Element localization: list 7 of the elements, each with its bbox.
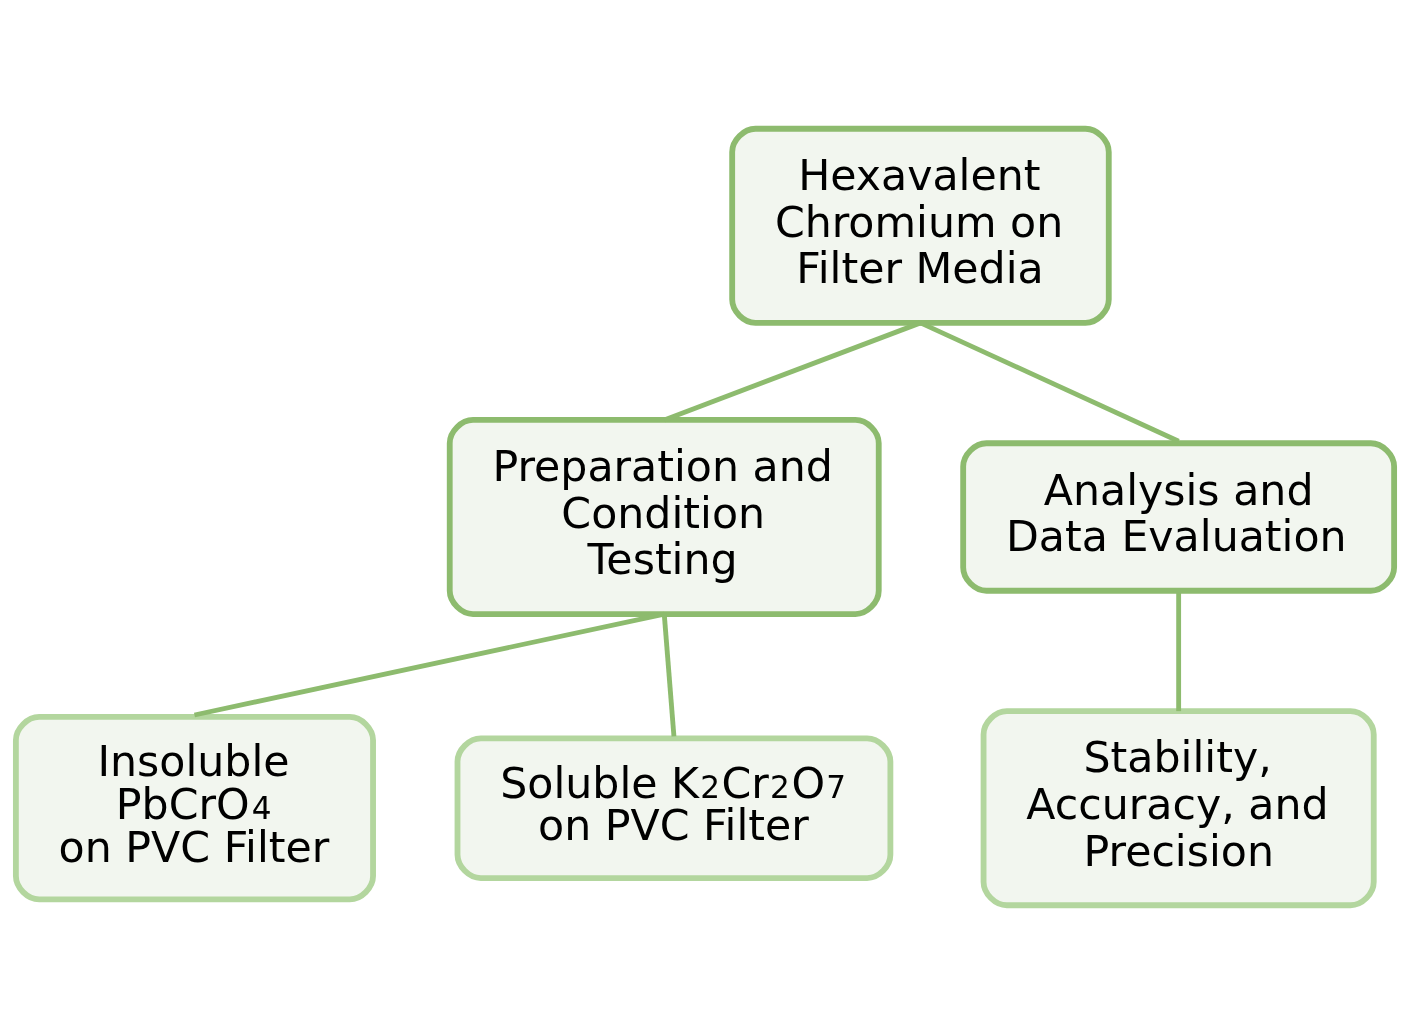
node-box: Soluble K2Cr2O7 on PVC Filter <box>454 734 894 881</box>
node-box: Hexavalent Chromium on Filter Media <box>729 125 1112 326</box>
node-box: Stability, Accuracy, and Precision <box>980 707 1377 908</box>
connector <box>1176 592 1182 711</box>
node-box: Preparation and Condition Testing <box>446 416 882 617</box>
node-box: Analysis and Data Evaluation <box>960 439 1398 594</box>
node-box: Insoluble PbCrO4 on PVC Filter <box>12 713 376 902</box>
